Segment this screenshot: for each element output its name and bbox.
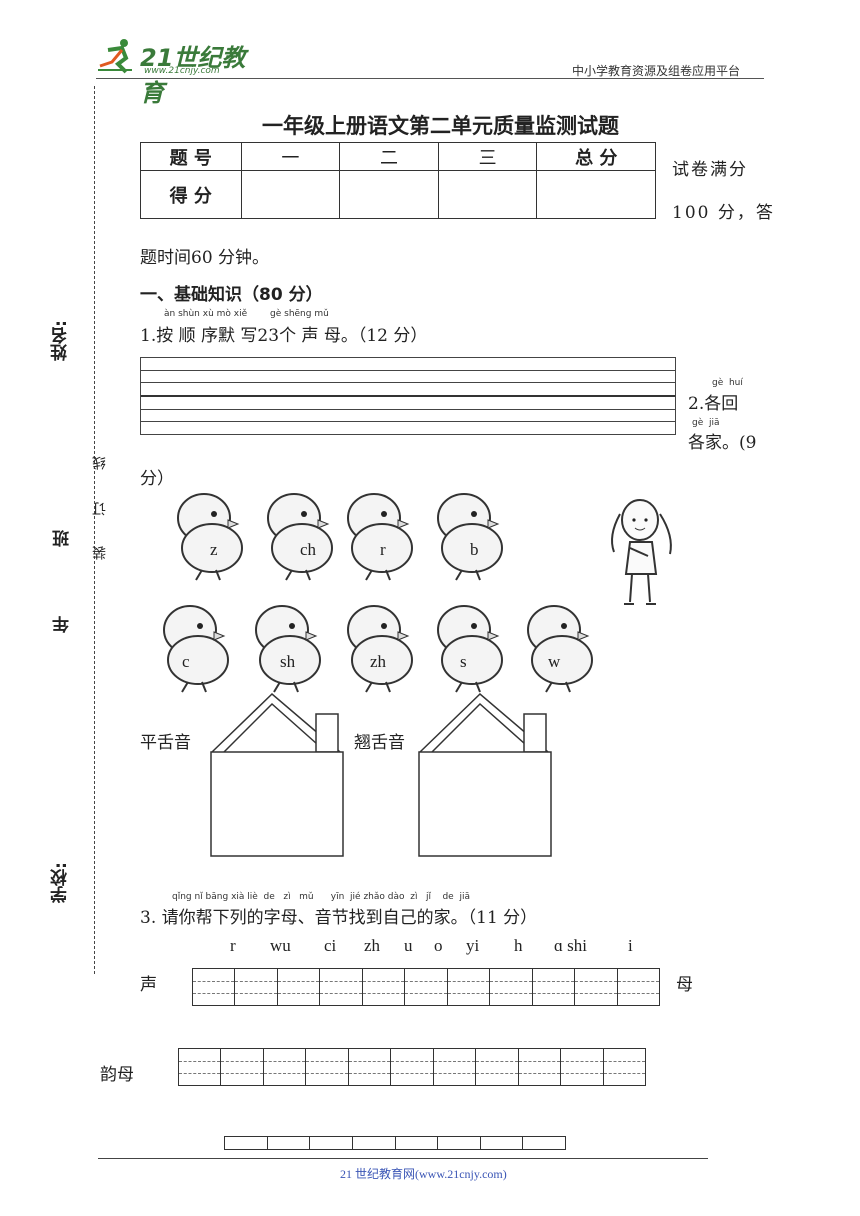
chick-w[interactable]: w [522,602,596,694]
chick-letter: r [380,540,386,559]
yunmu-grid[interactable] [178,1048,646,1086]
q3-item[interactable]: wu [270,936,291,955]
runner-logo-icon [98,39,132,74]
q2-pinyin-2: gè jiā [692,418,720,428]
chick-icon [437,493,503,581]
score-row-label: 得 分 [140,170,242,219]
q3-text: 3. 请你帮下列的字母、音节找到自己的家。（11 分） [140,908,538,928]
q2-line-2: 各家。(9 [688,433,757,453]
q3-item[interactable]: ɑ shi [554,936,587,955]
score-cell[interactable] [240,170,341,219]
yunmu-label: 韵母 [100,1065,134,1085]
score-header-total: 总 分 [536,142,656,171]
logo-url: www.21cnjy.com [144,66,220,76]
q3-item[interactable]: r [230,936,236,955]
chick-sh[interactable]: sh [250,602,324,694]
intro-line-2: 题时间60 分钟。 [140,248,270,268]
chick-icon [347,605,413,693]
shengmu-label-left: 声 [140,975,157,995]
chick-icon [267,493,333,581]
shengmu-grid[interactable] [192,968,660,1006]
chick-letter: zh [370,652,387,671]
writing-lines[interactable] [140,357,676,435]
q3-item[interactable]: zh [364,936,381,955]
chick-letter: b [470,540,479,559]
chick-icon [255,605,321,693]
q2-line-3: 分） [140,469,174,489]
q1-text: 1.按 顺 序默 写23个 声 母。（12 分） [140,326,428,346]
chick-letter: c [182,652,190,671]
chick-icon [177,493,243,581]
school-label: 学校: [51,862,71,903]
footer-rule [98,1158,708,1159]
house-label-curled-tongue: 翘舌音 [354,733,405,753]
q3-item[interactable]: o [434,936,443,955]
chick-b[interactable]: b [432,490,506,582]
score-header-2: 二 [339,142,439,171]
chick-icon [437,605,503,693]
name-label: 姓名: [51,320,71,361]
platform-name: 中小学教育资源及组卷应用平台 [572,64,741,78]
chick-ch[interactable]: ch [262,490,336,582]
binding-dashed-line [94,86,95,974]
page-title: 一年级上册语文第二单元质量监测试题 [262,114,619,138]
chick-icon [527,605,593,693]
q3-items: r wu ci zh u o yi h ɑ shi i [222,936,662,958]
q3-item[interactable]: yi [466,936,480,955]
chick-letter: z [210,540,218,559]
shengmu-label-right: 母 [676,975,693,995]
chick-letter: s [460,652,467,671]
extra-grid[interactable] [224,1136,566,1150]
chick-icon [347,493,413,581]
logo-text: 21世纪教育 [140,44,246,107]
chick-s[interactable]: s [432,602,506,694]
section-heading: 一、基础知识（80 分） [140,285,323,305]
score-header-3: 三 [437,142,538,171]
score-cell[interactable] [536,170,656,219]
q3-item[interactable]: u [404,936,413,955]
q3-pinyin: qǐng nǐ bāng xià liè de zì mǔ yīn jié zh… [172,892,470,902]
logo: 21世纪教育 www.21cnjy.com [96,36,266,107]
binding-zhuang-char: 装 [92,546,108,560]
intro-right-1: 试卷满分 [672,160,748,180]
binding-ding-char: 订 [92,502,108,516]
binding-line-char: 线 [92,456,108,470]
score-cell[interactable] [437,170,538,219]
girl-illustration-icon [611,499,672,605]
house-icon[interactable] [416,690,554,860]
q3-item[interactable]: i [628,936,633,955]
chick-letter: sh [280,652,296,671]
score-table: 题 号 一 二 三 总 分 得 分 [140,142,656,219]
chick-zh[interactable]: zh [342,602,416,694]
header-rule [96,78,764,79]
house-label-flat-tongue: 平舌音 [140,733,191,753]
footer-text[interactable]: 21 世纪教育网(www.21cnjy.com) [340,1167,507,1181]
chick-icon [163,605,229,693]
chick-letter: w [548,652,561,671]
q2-pinyin-1: gè huí [712,378,743,388]
house-icon[interactable] [208,690,346,860]
grade-label: 年 [53,616,73,633]
q1-pinyin: àn shùn xù mò xiě gè shēng mǔ [164,309,329,319]
q2-line-1: 2.各回 [688,394,739,414]
score-header-1: 一 [240,142,341,171]
chick-c[interactable]: c [158,602,232,694]
score-cell[interactable] [339,170,439,219]
intro-right-2: 100 分，答 [672,203,775,223]
score-header-label: 题 号 [140,142,242,171]
chick-r[interactable]: r [342,490,416,582]
q3-item[interactable]: ci [324,936,337,955]
chick-letter: ch [300,540,317,559]
class-label: 班 [53,530,73,547]
q3-item[interactable]: h [514,936,523,955]
chick-z[interactable]: z [172,490,246,582]
